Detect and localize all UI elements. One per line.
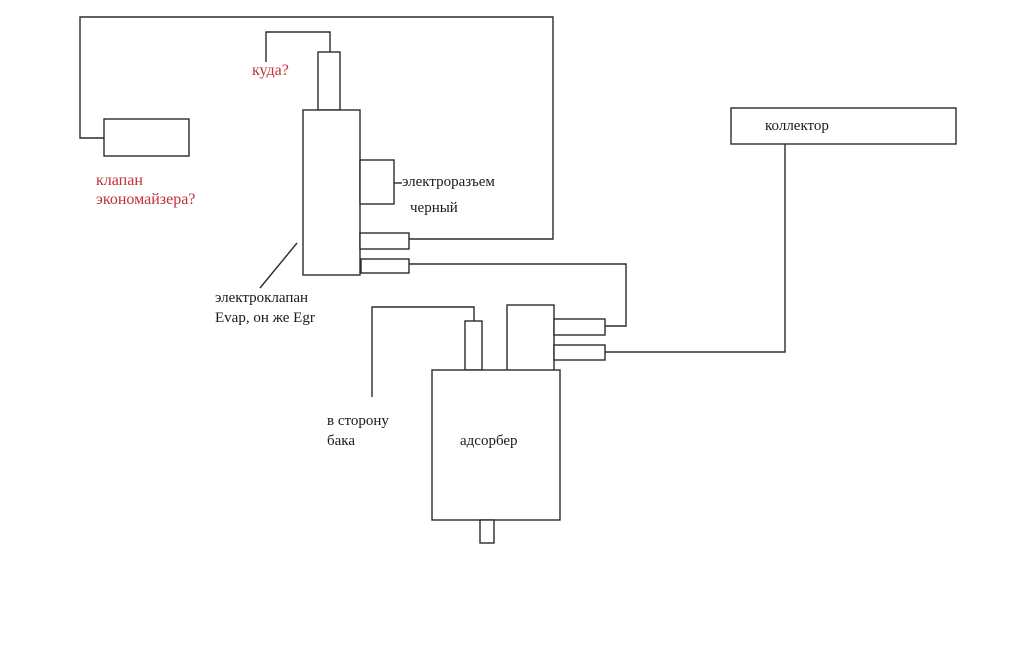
valve-label-line1: электроклапан bbox=[215, 290, 309, 306]
valve-lower-port bbox=[360, 258, 410, 274]
adsorber-tank-port bbox=[464, 320, 483, 371]
hose-valve-to-adsorber bbox=[409, 263, 627, 327]
hose-adsorber-to-collector bbox=[605, 144, 786, 353]
adsorber-lower-port bbox=[553, 344, 606, 361]
hose-to-tank bbox=[371, 306, 475, 397]
adsorber-upper-port bbox=[553, 318, 606, 336]
valve-top-nozzle bbox=[317, 51, 341, 111]
valve-label-pointer bbox=[259, 242, 298, 289]
where-label: куда? bbox=[252, 62, 289, 79]
solenoid-valve-body bbox=[302, 109, 361, 276]
economizer-label-line1: клапан bbox=[96, 172, 143, 189]
valve-label-line2: Evap, он же Egr bbox=[215, 310, 315, 326]
adsorber-bottom-stub bbox=[479, 519, 495, 544]
black-connector-box bbox=[359, 159, 395, 205]
collector-label: коллектор bbox=[765, 118, 829, 134]
adsorber-label: адсорбер bbox=[460, 433, 518, 449]
valve-upper-port bbox=[359, 232, 410, 250]
adsorber-port-block bbox=[506, 304, 555, 372]
collector-box bbox=[730, 107, 957, 145]
tank-label-line1: в сторону bbox=[327, 413, 389, 429]
connector-label-line1: электроразъем bbox=[402, 174, 495, 190]
economizer-valve-box bbox=[103, 118, 190, 157]
hose-economizer-to-valve bbox=[79, 16, 554, 240]
hose-unknown bbox=[265, 31, 331, 62]
connector-label-line2: черный bbox=[410, 200, 458, 216]
adsorber-body bbox=[431, 369, 561, 521]
tank-label-line2: бака bbox=[327, 433, 356, 449]
economizer-label-line2: экономайзера? bbox=[96, 191, 196, 208]
